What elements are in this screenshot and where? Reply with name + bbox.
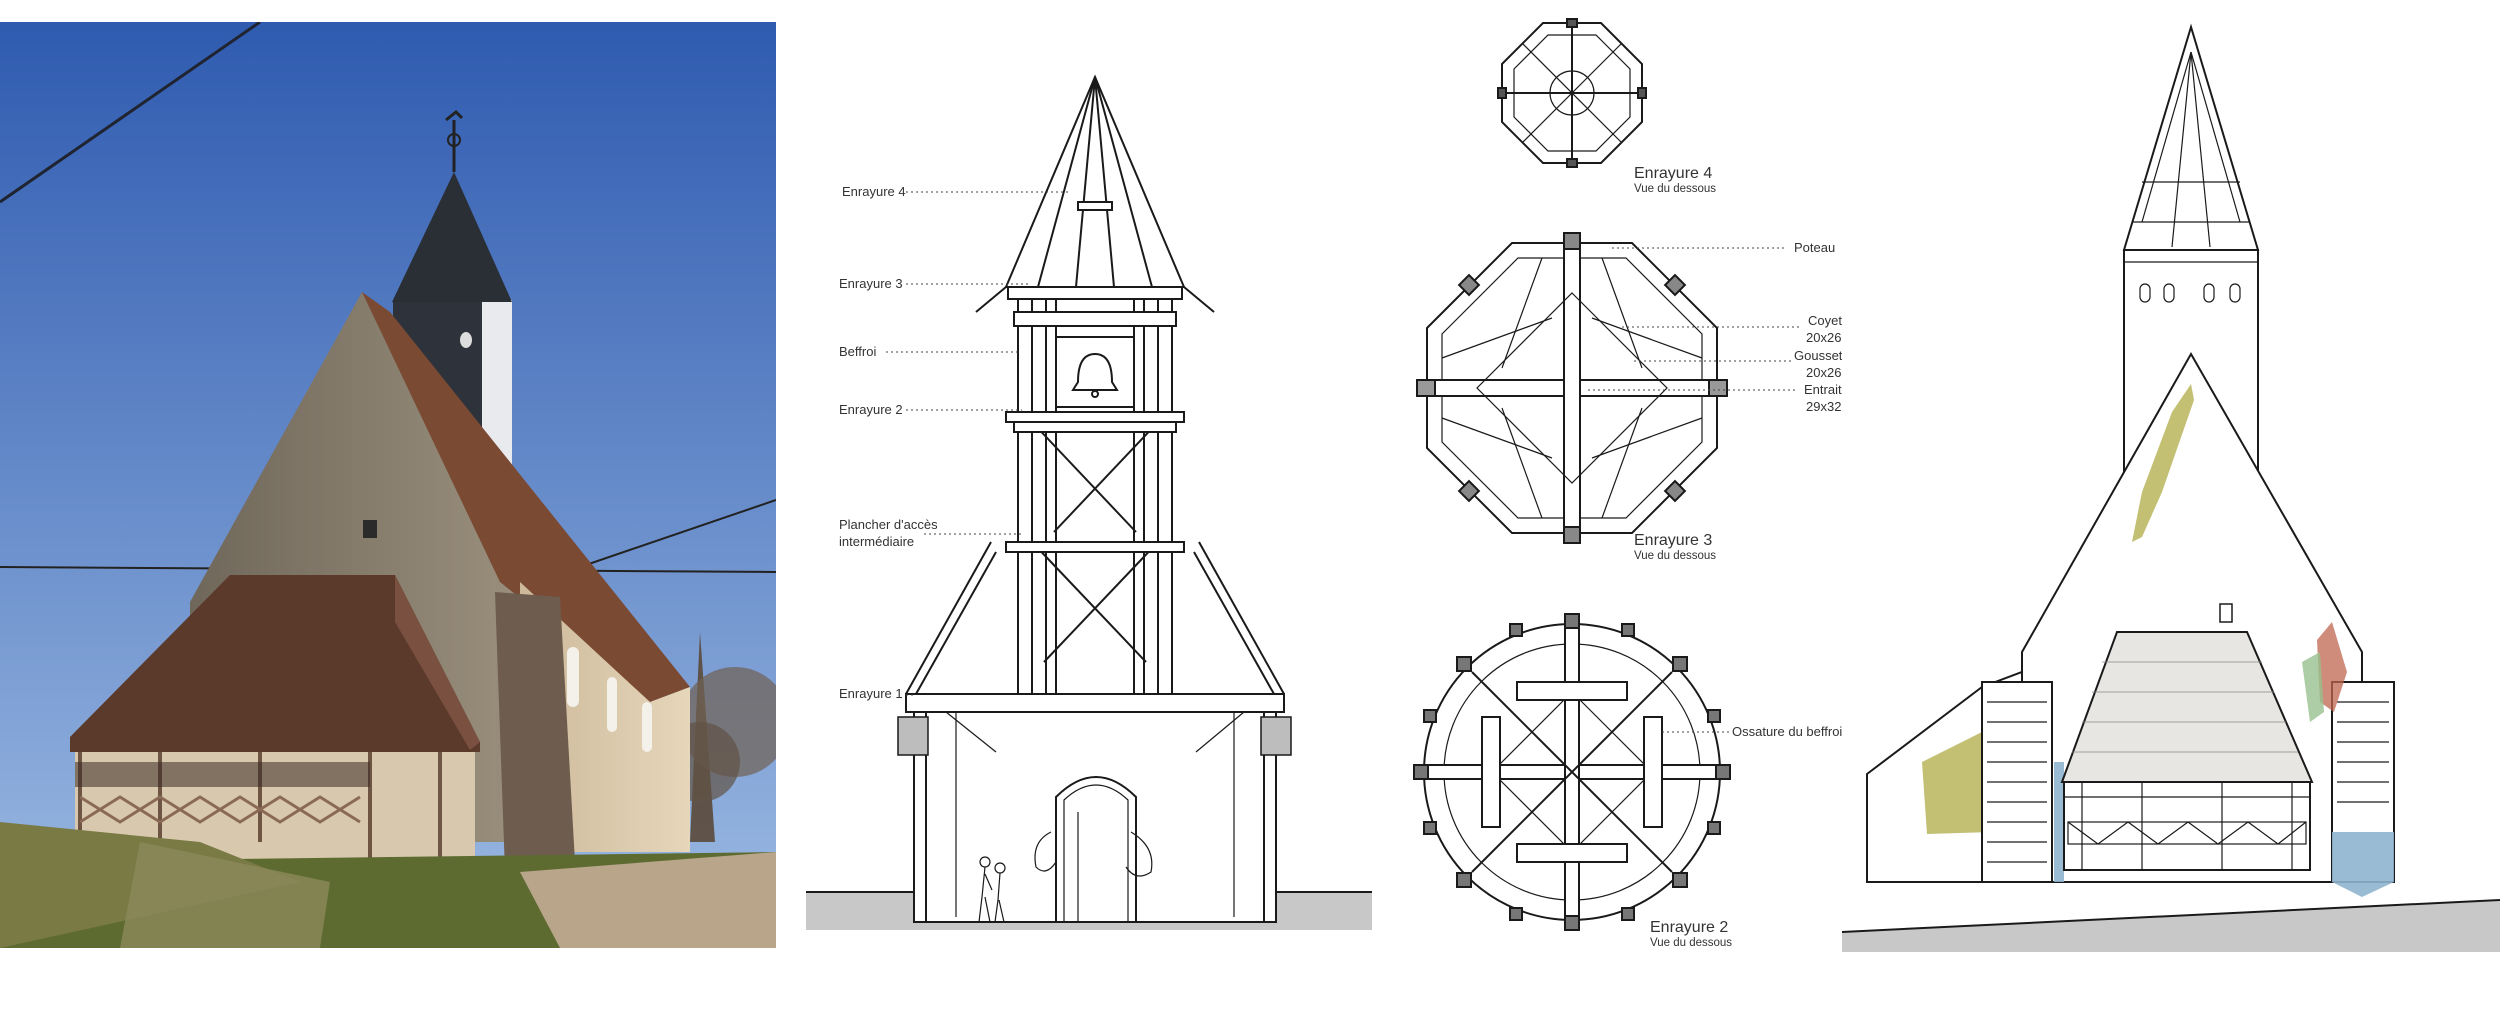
blue-wash-left (2054, 762, 2064, 882)
plan3-sub: Vue du dessous (1634, 550, 1716, 562)
label-enrayure3: Enrayure 3 (839, 276, 903, 291)
label-enrayure4: Enrayure 4 (842, 184, 906, 199)
leaders (886, 191, 1068, 696)
buttress (495, 592, 575, 872)
ochre-wash-gable (2132, 384, 2194, 542)
ground-elevation (1842, 900, 2500, 952)
label-gousset-dim: 20x26 (1806, 365, 1841, 380)
floor-plans: Enrayure 4 Vue du dessous Pot (1372, 0, 1842, 960)
label-gousset: Gousset (1794, 348, 1842, 363)
main-roof (362, 292, 690, 702)
ochre-wash-side (1922, 727, 1992, 834)
label-coyet-dim: 20x26 (1806, 330, 1841, 345)
label-plancher-2: intermédiaire (839, 534, 914, 549)
elevation-drawing (1842, 22, 2500, 952)
red-wash (2317, 622, 2347, 712)
green-wash (2302, 652, 2324, 722)
label-coyet: Coyet (1808, 313, 1842, 328)
label-enrayure1: Enrayure 1 (839, 686, 903, 701)
label-plancher-1: Plancher d'accès (839, 517, 938, 532)
plan-enrayure2 (1413, 613, 1731, 931)
spire (975, 74, 1215, 313)
label-ossature: Ossature du beffroi (1732, 724, 1842, 739)
plan4-title: Enrayure 4 (1634, 165, 1712, 182)
plan2-title: Enrayure 2 (1650, 919, 1728, 936)
tower-section-drawing: Enrayure 4 Enrayure 3 Beffroi Enrayure 2… (806, 22, 1372, 948)
church-photo (0, 22, 776, 948)
walls (897, 711, 1292, 923)
plan3-leaders (1588, 247, 1802, 391)
label-beffroi: Beffroi (839, 344, 876, 359)
plan-enrayure4 (1497, 18, 1647, 168)
label-enrayure2: Enrayure 2 (839, 402, 903, 417)
plan2-sub: Vue du dessous (1650, 937, 1732, 949)
door-arch (1055, 776, 1137, 922)
label-poteau: Poteau (1794, 240, 1835, 255)
blue-wash (2332, 832, 2394, 897)
porch-roof (70, 575, 480, 752)
plan3-title: Enrayure 3 (1634, 532, 1712, 549)
elev-porch (2063, 781, 2311, 871)
label-entrait: Entrait (1804, 382, 1842, 397)
label-entrait-dim: 29x32 (1806, 399, 1841, 414)
elev-spire (2122, 23, 2260, 251)
bell (1055, 336, 1135, 408)
plan4-sub: Vue du dessous (1634, 183, 1716, 195)
plan-enrayure3 (1416, 232, 1728, 544)
ground-section (806, 842, 1372, 930)
figures (978, 831, 1153, 923)
